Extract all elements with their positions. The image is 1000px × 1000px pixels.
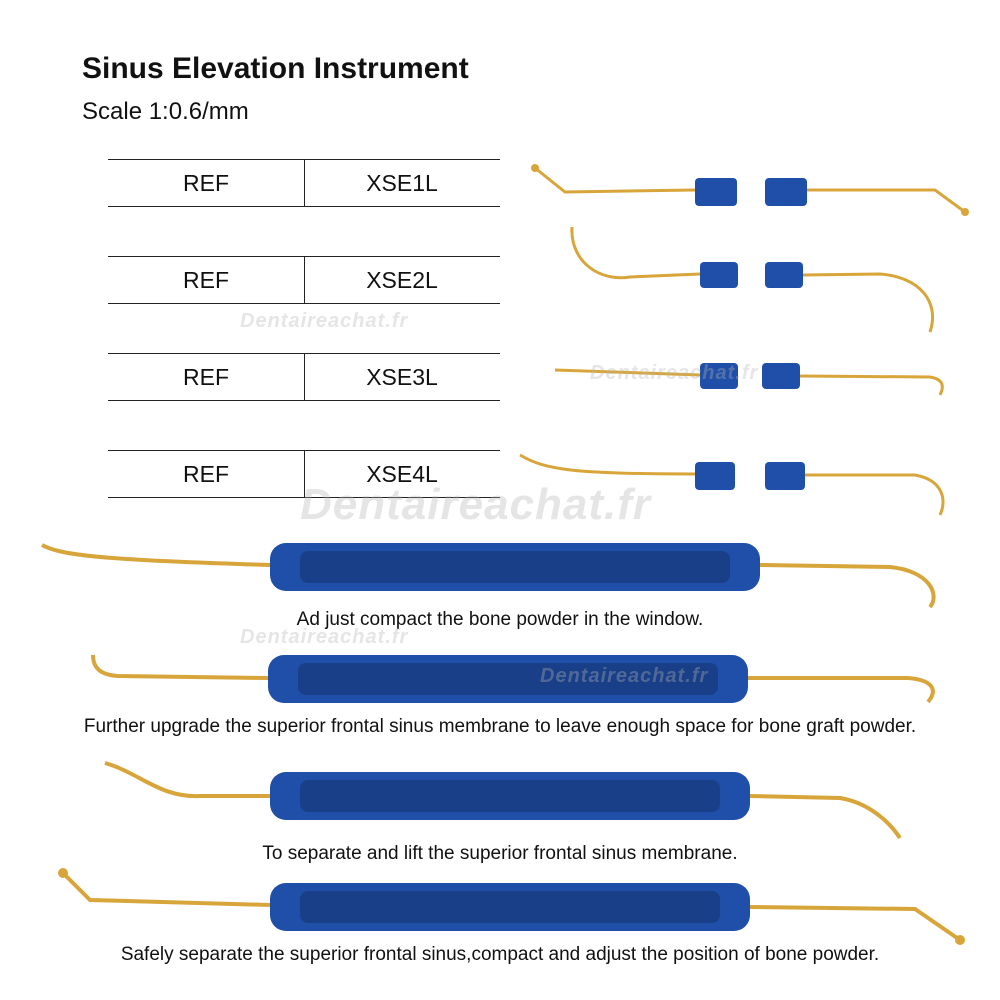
watermark: Dentaireachat.fr — [540, 665, 709, 687]
instrument-large-1 — [41, 543, 936, 609]
ref-label: REF — [183, 461, 229, 487]
caption-4: Safely separate the superior frontal sin… — [120, 944, 880, 965]
ref-code: XSE1L — [366, 170, 438, 196]
ref-row-1: REF XSE1L — [108, 159, 500, 207]
ref-row-3: REF XSE3L — [108, 353, 500, 401]
watermark: Dentaireachat.fr — [590, 362, 759, 384]
caption-1: Ad just compact the bone powder in the w… — [296, 609, 704, 630]
caption-3: To separate and lift the superior fronta… — [262, 843, 738, 864]
ref-code: XSE4L — [366, 461, 438, 487]
ref-row-2: REF XSE2L — [108, 256, 500, 304]
instrument-thumbnail-xse1l — [531, 164, 969, 216]
instrument-thumbnail-xse2l — [570, 226, 935, 333]
instrument-large-2 — [91, 654, 935, 704]
instrument-thumbnail-xse4l — [519, 453, 945, 516]
ref-label: REF — [183, 364, 229, 390]
ref-code: XSE2L — [366, 267, 438, 293]
scale-label: Scale 1:0.6/mm — [82, 98, 249, 125]
ref-code: XSE3L — [366, 364, 438, 390]
ref-label: REF — [183, 267, 229, 293]
watermark: Dentaireachat.fr — [240, 310, 409, 332]
page-title: Sinus Elevation Instrument — [82, 52, 469, 85]
instrument-large-4 — [58, 868, 965, 945]
instrument-thumbnail-xse3l — [554, 363, 944, 396]
watermark: Dentaireachat.fr — [300, 480, 652, 529]
ref-row-4: REF XSE4L — [108, 450, 500, 498]
ref-label: REF — [183, 170, 229, 196]
instrument-large-3 — [104, 761, 902, 840]
watermark: Dentaireachat.fr — [240, 626, 409, 648]
caption-2: Further upgrade the superior frontal sin… — [83, 716, 917, 737]
